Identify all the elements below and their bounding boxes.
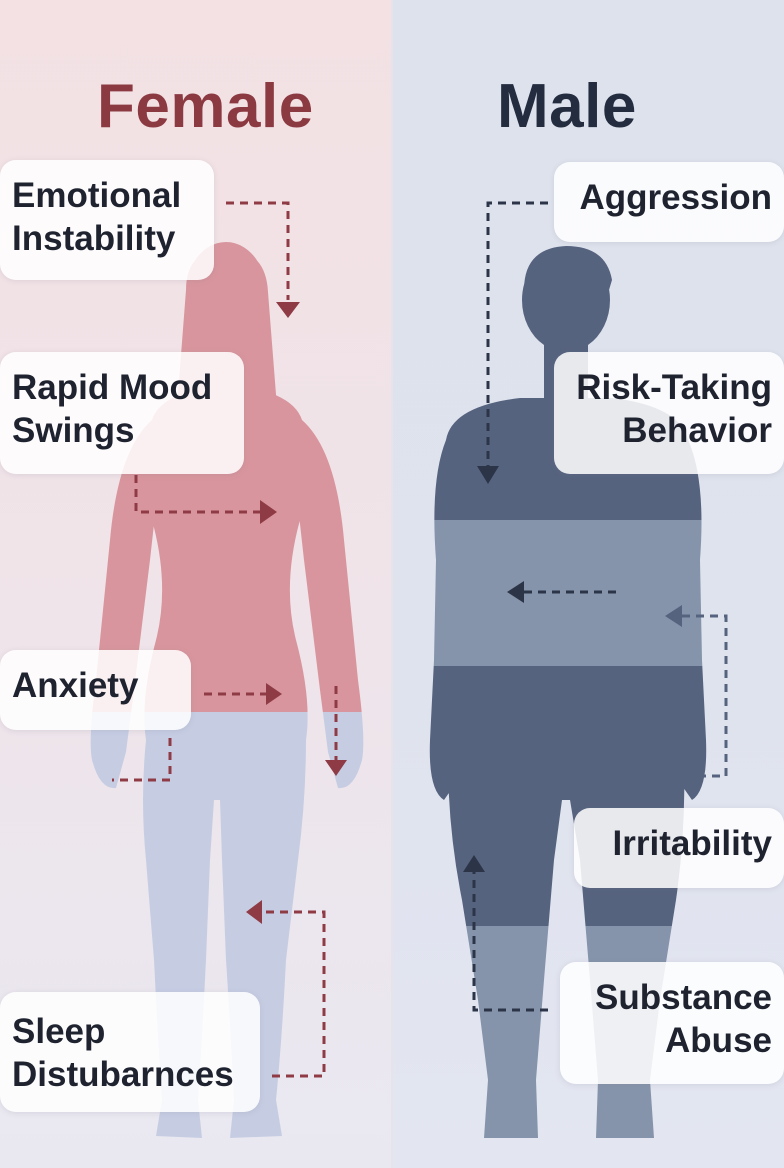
arrow-sleep-disturbances	[262, 910, 326, 1078]
arrow-aggression	[486, 201, 548, 468]
label-irritability: Irritability	[574, 808, 784, 888]
arrowhead-right-icon	[266, 683, 282, 705]
label-substance-line2: Abuse	[665, 1021, 772, 1060]
female-arrowheads	[246, 302, 347, 924]
male-arrowheads-light	[607, 605, 682, 787]
label-risk-taking-behavior: Risk-Taking Behavior	[554, 352, 784, 474]
arrowhead-left-icon	[607, 765, 624, 787]
panel-divider	[391, 0, 393, 1168]
female-heading: Female	[97, 72, 314, 141]
arrowhead-down-icon	[325, 760, 347, 776]
arrowhead-down-icon	[276, 302, 300, 318]
label-risk-line1: Risk-Taking	[576, 368, 772, 407]
label-risk-line2: Behavior	[622, 411, 772, 450]
label-emotional-instability: Emotional Instability	[0, 160, 214, 280]
label-sleep-line1: Sleep	[12, 1012, 106, 1051]
label-emotional-line2: Instability	[12, 219, 176, 258]
label-irritability-text: Irritability	[612, 824, 772, 863]
label-mood-line2: Swings	[12, 411, 135, 450]
male-arrowheads	[463, 466, 524, 872]
male-arrows	[472, 201, 616, 1012]
label-substance-abuse: Substance Abuse	[560, 962, 784, 1084]
male-heading: Male	[497, 72, 637, 141]
arrowhead-down-icon	[477, 466, 499, 484]
arrow-irritability	[624, 614, 728, 778]
label-sleep-disturbances: Sleep Distubarnces	[0, 992, 260, 1112]
arrow-anxiety-leg	[112, 738, 172, 782]
arrow-emotional-instability	[226, 201, 290, 300]
label-emotional-line1: Emotional	[12, 176, 182, 215]
arrowhead-left-icon	[507, 581, 524, 603]
male-arrows-light	[624, 614, 728, 778]
label-anxiety-text: Anxiety	[12, 666, 139, 705]
arrowhead-left-icon	[665, 605, 682, 627]
label-sleep-line2: Distubarnces	[12, 1055, 234, 1094]
arrowhead-up-icon	[463, 855, 485, 872]
label-aggression-text: Aggression	[579, 178, 772, 217]
label-mood-line1: Rapid Mood	[12, 368, 213, 407]
label-rapid-mood-swings: Rapid Mood Swings	[0, 352, 244, 474]
label-anxiety: Anxiety	[0, 650, 191, 730]
arrowhead-left-icon	[246, 900, 262, 924]
label-substance-line1: Substance	[595, 978, 772, 1017]
label-aggression: Aggression	[554, 162, 784, 242]
female-arrows	[112, 201, 338, 1078]
arrow-substance-abuse	[472, 870, 548, 1012]
arrowhead-right-icon	[260, 500, 277, 524]
